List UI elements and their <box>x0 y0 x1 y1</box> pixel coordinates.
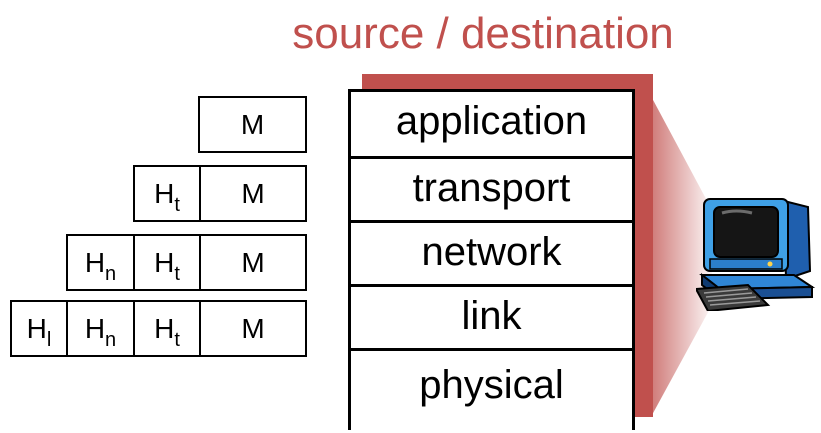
layer-application: application <box>395 99 588 143</box>
layer-link: link <box>351 284 632 348</box>
packet-field-message: M <box>240 109 265 140</box>
packet-transport: Ht M <box>133 165 307 222</box>
packet-link: Hl Hn Ht M <box>10 300 307 357</box>
packet-field-link-header: Hl <box>12 302 68 355</box>
packet-field-transport-header: Ht <box>135 236 201 289</box>
diagram-title: source / destination <box>292 9 674 58</box>
packet-field-transport-header: Ht <box>135 302 201 355</box>
packet-field-message: M <box>241 178 265 209</box>
desktop-computer-icon <box>696 198 816 311</box>
packet-field-network-header: Hn <box>68 302 135 355</box>
protocol-stack: application transport network link physi… <box>348 89 635 430</box>
packet-field-transport-header: Ht <box>135 167 201 220</box>
packet-field-message: M <box>241 247 265 278</box>
layer-physical: physical <box>351 348 632 433</box>
packet-field-network-header: Hn <box>68 236 135 289</box>
layer-transport: transport <box>351 156 632 220</box>
packet-network: Hn Ht M <box>66 234 307 291</box>
layer-network: network <box>351 220 632 284</box>
packet-application: M <box>198 96 307 153</box>
packet-field-message: M <box>241 313 265 344</box>
